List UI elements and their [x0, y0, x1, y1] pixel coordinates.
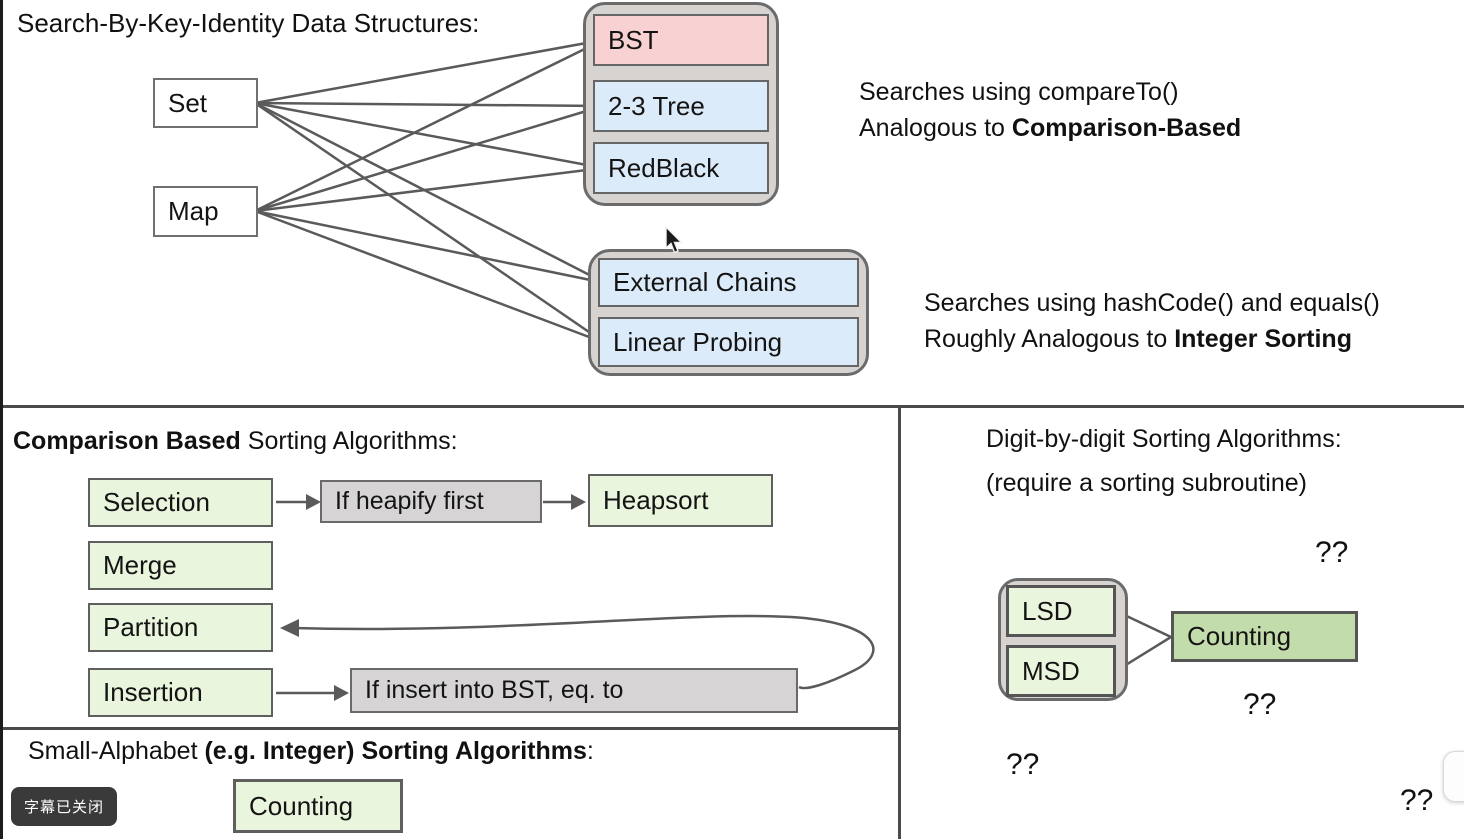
digit-section-heading: Digit-by-digit Sorting Algorithms:: [986, 425, 1342, 453]
hashcode-note-line1: Searches using hashCode() and equals(): [924, 289, 1380, 317]
small-alphabet-heading: Small-Alphabet (e.g. Integer) Sorting Al…: [28, 737, 594, 766]
compareto-note: Searches using compareTo() Analogous to …: [859, 74, 1241, 146]
counting-node-right: Counting: [1171, 611, 1358, 662]
heapsort-node: Heapsort: [588, 474, 773, 527]
mouse-cursor-icon: [663, 225, 685, 261]
external-chains-node: External Chains: [598, 258, 859, 307]
comparison-heading-rest: Sorting Algorithms:: [240, 427, 458, 455]
subtitles-off-badge: 字幕已关闭: [11, 787, 117, 826]
side-panel-handle-button[interactable]: [1443, 751, 1464, 802]
heapify-note-node: If heapify first: [320, 480, 542, 523]
selection-node: Selection: [88, 478, 273, 527]
comparison-section-heading: Comparison Based Sorting Algorithms:: [13, 427, 458, 456]
divider-vertical: [898, 407, 901, 839]
digit-section-subheading: (require a sorting subroutine): [986, 469, 1307, 497]
hashcode-note: Searches using hashCode() and equals() R…: [924, 285, 1380, 357]
set-node: Set: [153, 78, 258, 128]
question-mark-3: ??: [1006, 748, 1040, 781]
question-mark-4: ??: [1400, 784, 1434, 817]
lsd-node: LSD: [1006, 585, 1116, 637]
redblack-node: RedBlack: [593, 142, 769, 194]
connector-lines: [254, 38, 1172, 701]
compareto-note-line1: Searches using compareTo(): [859, 78, 1179, 106]
question-mark-1: ??: [1315, 536, 1349, 569]
bst-node: BST: [593, 14, 769, 66]
counting-node-bottom: Counting: [233, 779, 403, 833]
insertion-node: Insertion: [88, 668, 273, 717]
compareto-note-line2-bold: Comparison-Based: [1011, 114, 1242, 142]
msd-node: MSD: [1006, 645, 1116, 697]
compareto-note-line2-prefix: Analogous to: [859, 114, 1012, 142]
two-three-tree-node: 2-3 Tree: [593, 80, 769, 132]
hashcode-note-line2-bold: Integer Sorting: [1174, 325, 1352, 353]
small-alphabet-prefix: Small-Alphabet: [28, 737, 205, 765]
question-mark-2: ??: [1243, 688, 1277, 721]
map-node: Map: [153, 186, 258, 237]
merge-node: Merge: [88, 541, 273, 590]
small-alphabet-suffix: :: [586, 737, 594, 765]
divider-horizontal-bottom: [3, 727, 900, 730]
linear-probing-node: Linear Probing: [598, 317, 859, 367]
small-alphabet-bold: (e.g. Integer) Sorting Algorithms: [204, 737, 587, 765]
insert-bst-note-node: If insert into BST, eq. to: [350, 668, 798, 713]
hashcode-note-line2-prefix: Roughly Analogous to: [924, 325, 1175, 353]
comparison-heading-bold: Comparison Based: [13, 427, 241, 455]
search-section-title: Search-By-Key-Identity Data Structures:: [17, 8, 480, 38]
partition-node: Partition: [88, 603, 273, 652]
divider-horizontal-top: [3, 405, 1464, 408]
